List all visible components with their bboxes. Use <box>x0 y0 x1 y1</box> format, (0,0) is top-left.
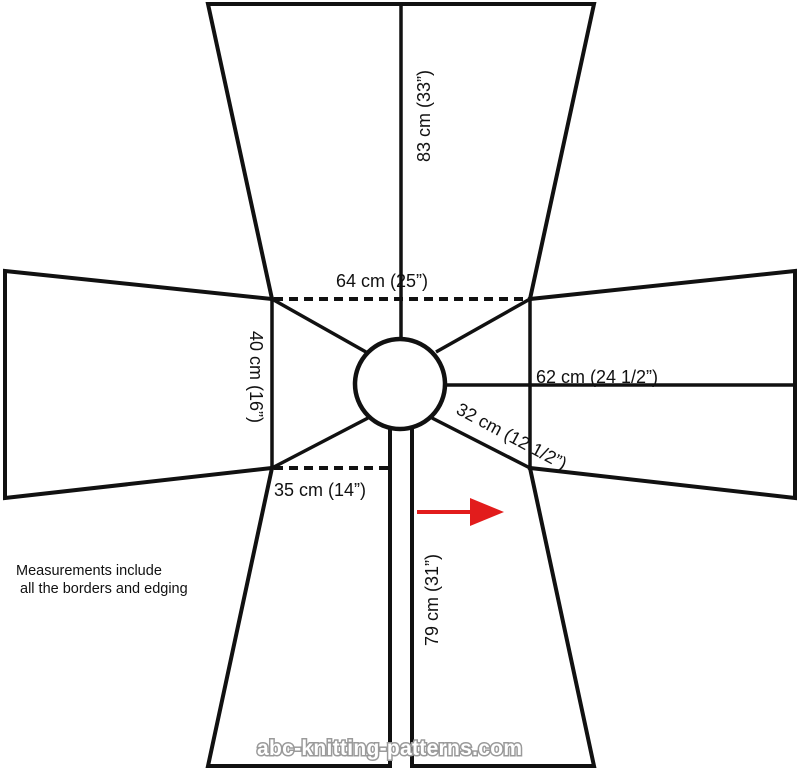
right-arrow-icon <box>417 498 504 526</box>
neck-opening <box>352 336 448 432</box>
raglan-line-upper-left <box>271 297 367 354</box>
side-height-label: 40 cm (16”) <box>246 331 266 423</box>
front-length-label: 79 cm (31”) <box>422 554 442 646</box>
measurement-note-line-1: Measurements include <box>16 563 162 579</box>
watermark-text: abc-knitting-patterns.com <box>257 737 522 760</box>
left-sleeve-outline <box>3 268 275 501</box>
left-front-outline <box>205 421 392 768</box>
right-front-outline <box>410 421 597 768</box>
upper-width-label: 64 cm (25”) <box>336 271 428 291</box>
sleeve-length-label: 62 cm (24 1/2”) <box>536 367 658 387</box>
measurement-note-line-2: all the borders and edging <box>20 581 188 597</box>
raglan-line-lower-right <box>431 416 531 470</box>
top-length-label: 83 cm (33”) <box>414 70 434 162</box>
raglan-line-lower-left <box>271 416 369 470</box>
lower-half-width-label: 35 cm (14”) <box>274 480 366 500</box>
raglan-line-upper-right <box>435 297 531 354</box>
